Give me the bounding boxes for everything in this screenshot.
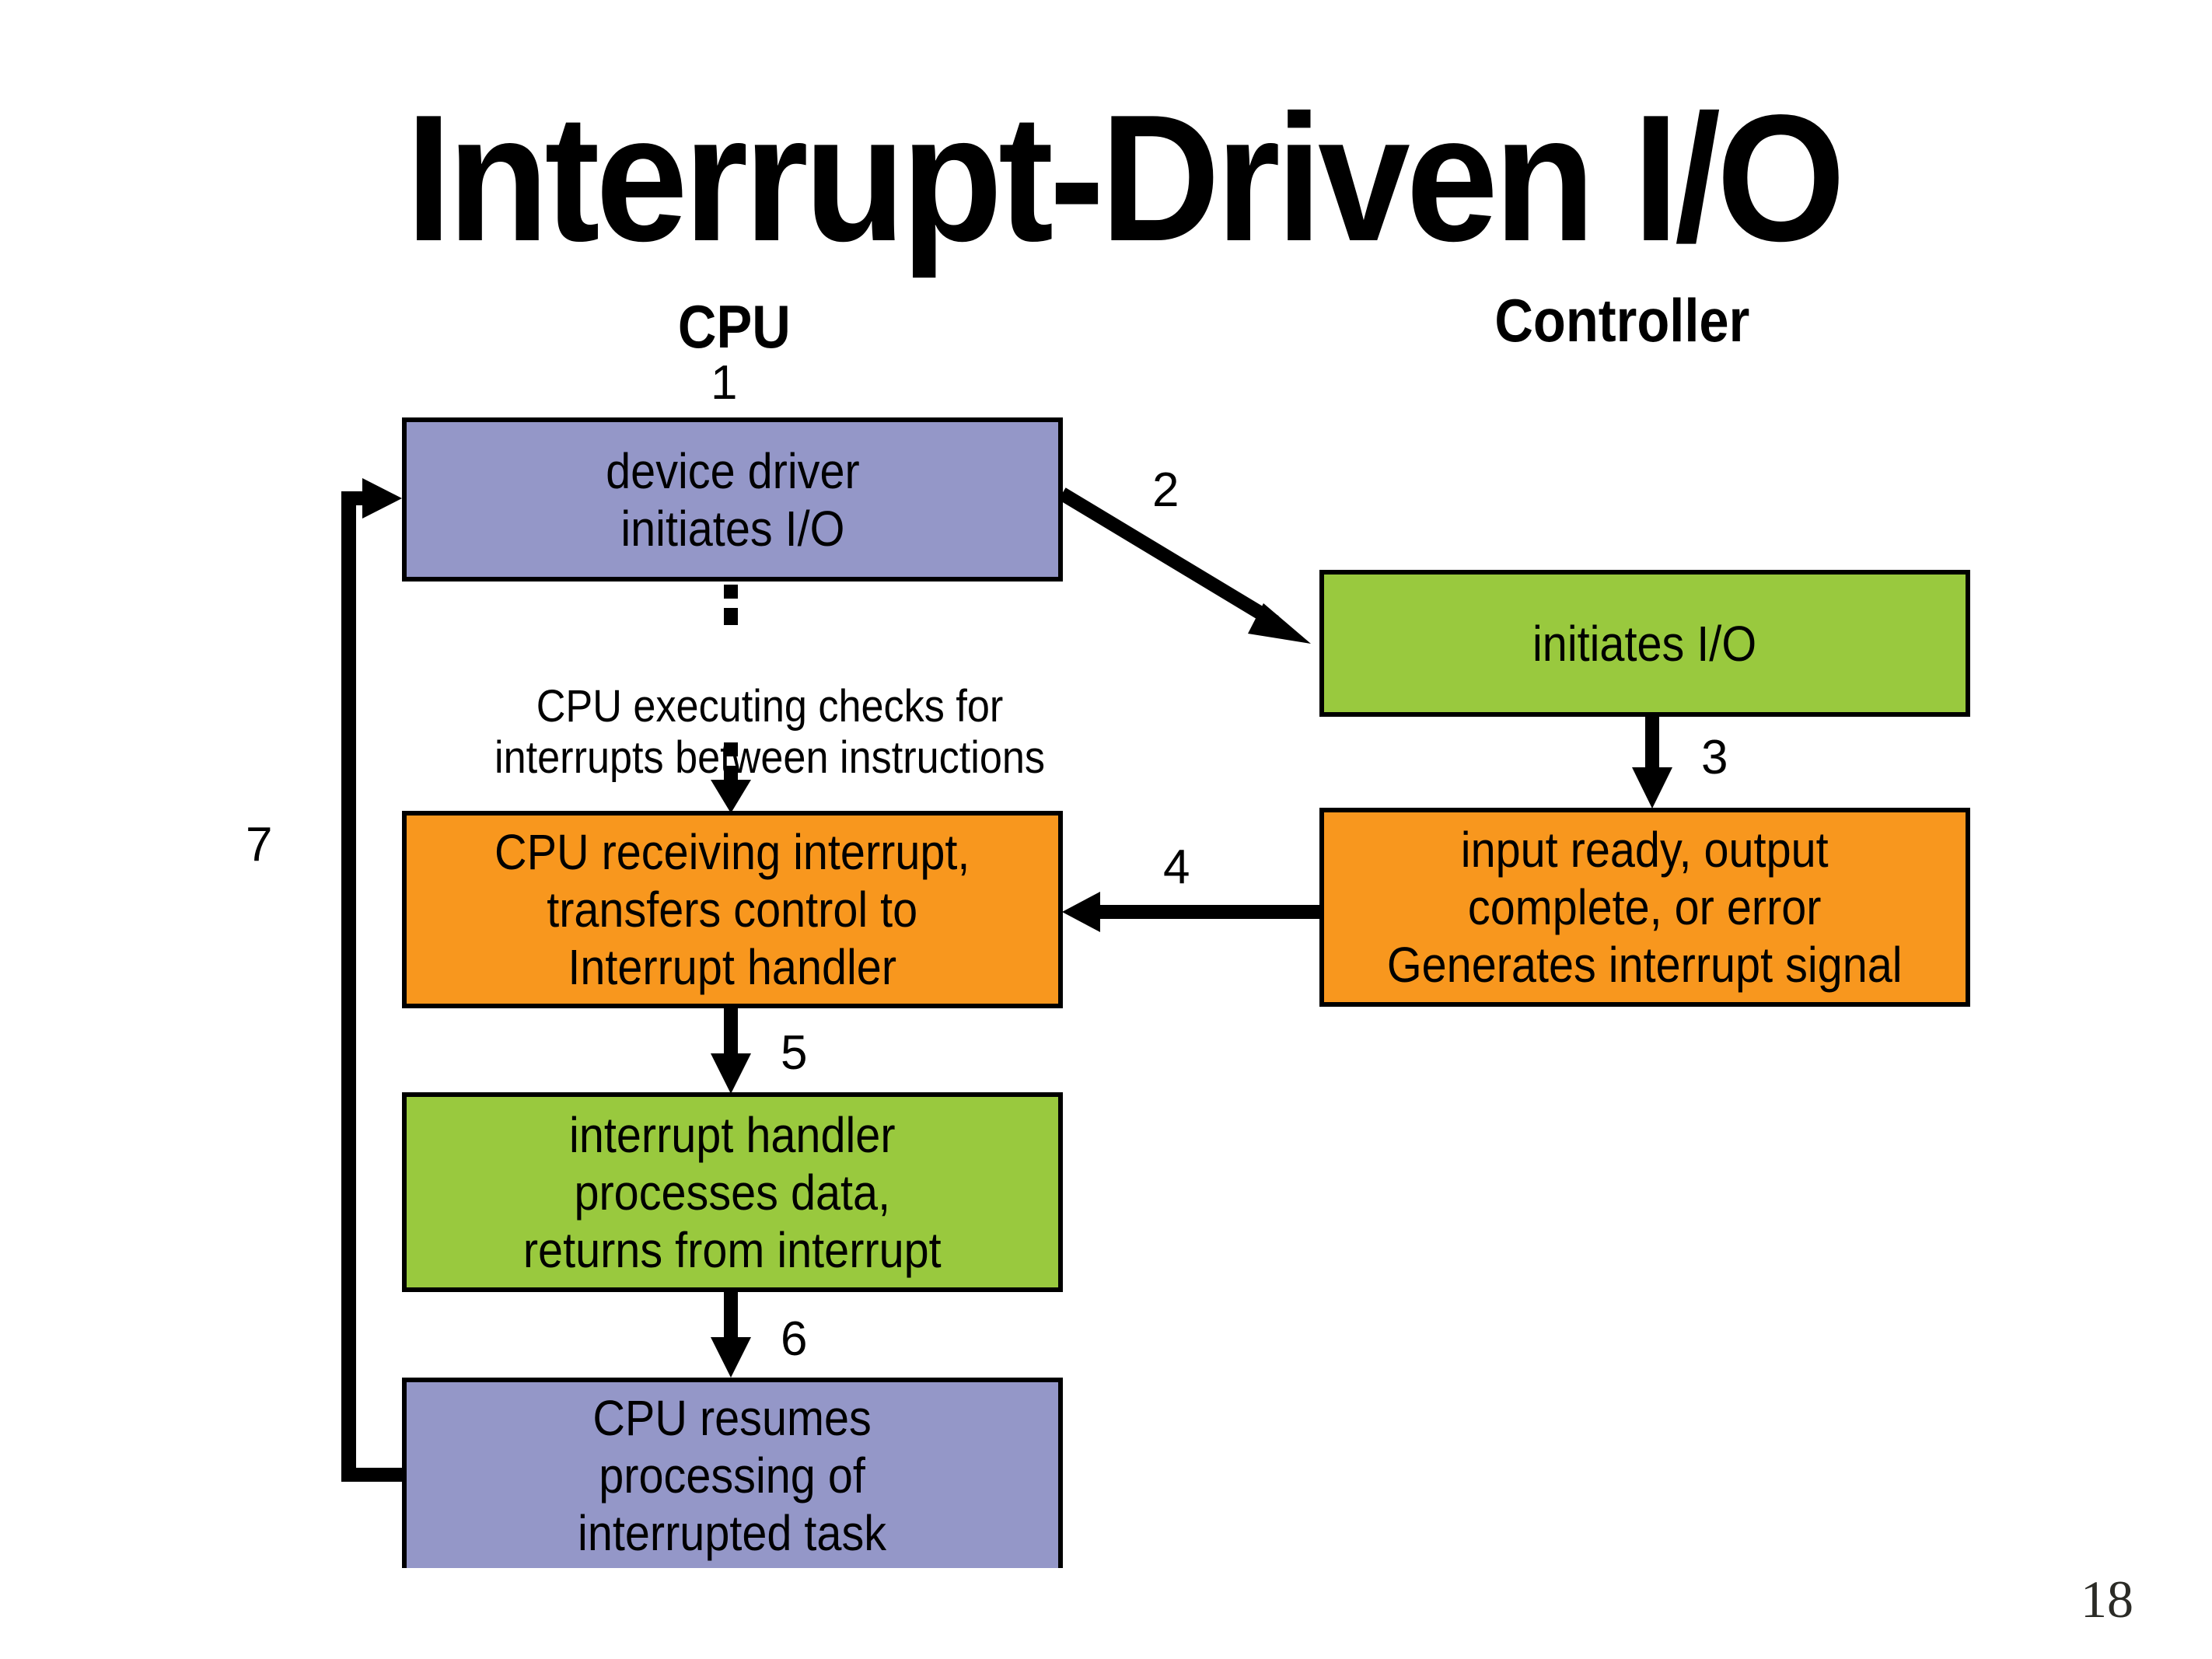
page-number: 18 xyxy=(2081,1570,2133,1629)
device-driver-box: device driver initiates I/O xyxy=(402,417,1063,582)
controller-initiates-text: initiates I/O xyxy=(1532,615,1757,672)
step-label-2: 2 xyxy=(1152,463,1179,517)
cpu-column-label: CPU xyxy=(677,292,791,361)
arrow-step-5 xyxy=(711,1006,751,1094)
cpu-receiving-text: CPU receiving interrupt, transfers contr… xyxy=(494,824,970,995)
handler-processes-box: interrupt handler processes data, return… xyxy=(402,1092,1063,1292)
slide-title: Interrupt-Driven I/O xyxy=(405,78,1846,279)
arrow-step-4 xyxy=(1062,892,1322,932)
controller-ready-box: input ready, output complete, or error G… xyxy=(1319,808,1970,1007)
step-label-1: 1 xyxy=(711,356,738,410)
handler-processes-text: interrupt handler processes data, return… xyxy=(523,1106,942,1278)
step-label-5: 5 xyxy=(781,1026,808,1080)
controller-initiates-box: initiates I/O xyxy=(1319,570,1970,717)
cpu-checks-text: CPU executing checks for interrupts betw… xyxy=(494,681,1045,783)
step-label-7: 7 xyxy=(246,818,273,871)
cpu-checks-note: CPU executing checks for interrupts betw… xyxy=(404,630,1135,835)
dashed-arrow-step-wait xyxy=(711,585,751,813)
step-label-6: 6 xyxy=(781,1312,808,1366)
step-label-3: 3 xyxy=(1701,731,1728,784)
cpu-resumes-text: CPU resumes processing of interrupted ta… xyxy=(578,1389,887,1561)
arrow-step-3 xyxy=(1632,715,1672,809)
arrow-step-7-loop xyxy=(341,478,404,1482)
device-driver-text: device driver initiates I/O xyxy=(605,442,860,557)
arrow-step-2 xyxy=(1058,487,1311,644)
cpu-receiving-interrupt-box: CPU receiving interrupt, transfers contr… xyxy=(402,811,1063,1008)
controller-column-label: Controller xyxy=(1494,286,1750,355)
step-label-4: 4 xyxy=(1163,840,1190,894)
cpu-resumes-box: CPU resumes processing of interrupted ta… xyxy=(402,1378,1063,1568)
controller-ready-text: input ready, output complete, or error G… xyxy=(1387,822,1903,993)
arrow-step-6 xyxy=(711,1290,751,1378)
